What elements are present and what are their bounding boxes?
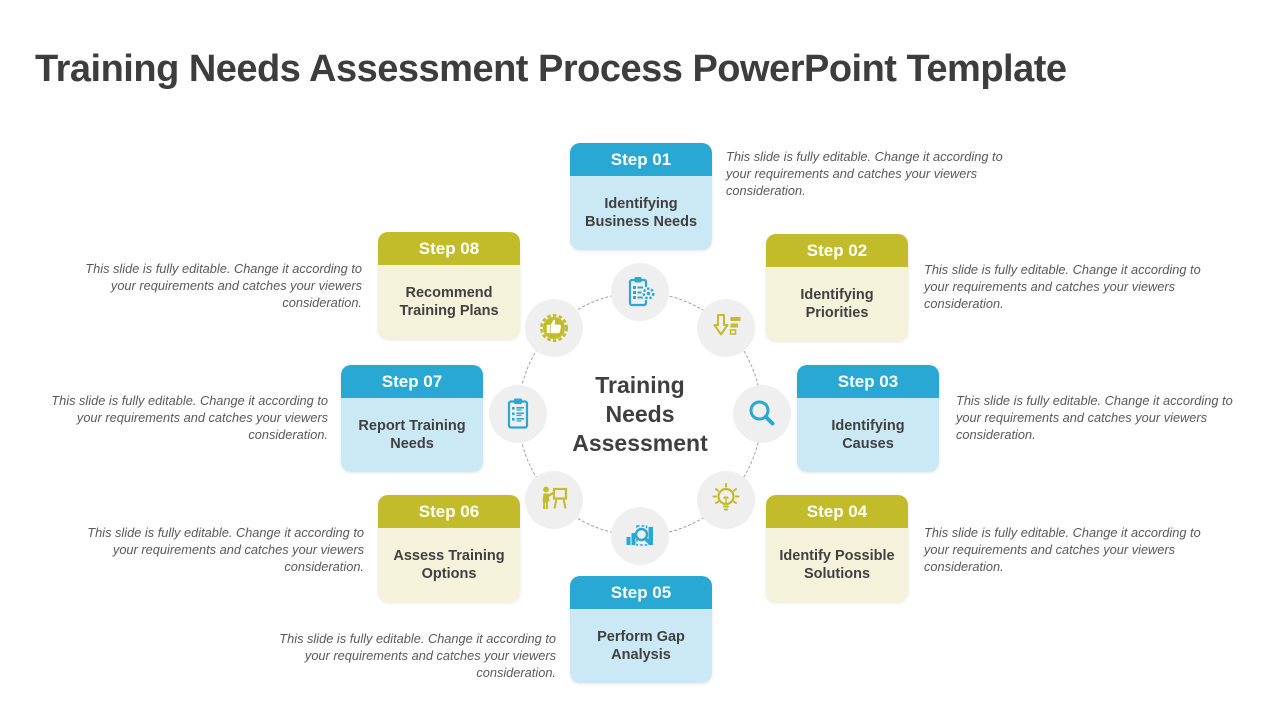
icon-circle-step-07: [489, 385, 547, 443]
step-01-title: Identifying Business Needs: [570, 176, 712, 250]
step-06-label: Step 06: [378, 495, 520, 528]
step-05-description: This slide is fully editable. Change it …: [279, 631, 556, 680]
step-03-title: Identifying Causes: [797, 398, 939, 472]
icon-circle-step-03: [733, 385, 791, 443]
clipboard-checklist-icon: [507, 398, 529, 429]
icon-circle-step-05: [611, 507, 669, 565]
step-02-label: Step 02: [766, 234, 908, 267]
step-06-card: Step 06 Assess Training Options: [378, 495, 520, 602]
step-05-title: Perform Gap Analysis: [570, 609, 712, 683]
step-08-card: Step 08 Recommend Training Plans: [378, 232, 520, 339]
step-04-description: This slide is fully editable. Change it …: [924, 525, 1201, 574]
center-title: Training Needs Assessment: [572, 372, 708, 456]
step-05-card: Step 05 Perform Gap Analysis: [570, 576, 712, 683]
step-01-description: This slide is fully editable. Change it …: [726, 149, 1003, 198]
icon-circle-step-02: [697, 299, 755, 357]
step-07-title: Report Training Needs: [341, 398, 483, 472]
step-02-card: Step 02 Identifying Priorities: [766, 234, 908, 341]
step-04-label: Step 04: [766, 495, 908, 528]
icon-circle-step-01: [611, 263, 669, 321]
icon-circle-step-04: [697, 471, 755, 529]
page-title: Training Needs Assessment Process PowerP…: [35, 48, 1067, 90]
presenter-icon: [542, 486, 568, 509]
thumbsup-badge-icon: [539, 313, 569, 343]
chart-magnifier-icon: [626, 525, 653, 546]
step-03-card: Step 03 Identifying Causes: [797, 365, 939, 472]
step-01-label: Step 01: [570, 143, 712, 176]
step-06-description: This slide is fully editable. Change it …: [87, 525, 364, 574]
step-08-description: This slide is fully editable. Change it …: [85, 261, 362, 310]
step-06-title: Assess Training Options: [378, 528, 520, 602]
step-04-card: Step 04 Identify Possible Solutions: [766, 495, 908, 602]
step-08-title: Recommend Training Plans: [378, 265, 520, 339]
step-04-title: Identify Possible Solutions: [766, 528, 908, 602]
step-07-card: Step 07 Report Training Needs: [341, 365, 483, 472]
clipboard-gear-icon: [628, 277, 656, 307]
step-07-label: Step 07: [341, 365, 483, 398]
step-07-description: This slide is fully editable. Change it …: [51, 393, 328, 442]
step-08-label: Step 08: [378, 232, 520, 265]
step-05-label: Step 05: [570, 576, 712, 609]
step-02-description: This slide is fully editable. Change it …: [924, 262, 1201, 311]
lightbulb-icon: [712, 483, 740, 511]
priority-arrow-icon: [713, 314, 741, 336]
magnifier-icon: [749, 400, 775, 426]
step-03-description: This slide is fully editable. Change it …: [956, 393, 1233, 442]
step-01-card: Step 01 Identifying Business Needs: [570, 143, 712, 250]
icon-circle-step-06: [525, 471, 583, 529]
step-02-title: Identifying Priorities: [766, 267, 908, 341]
icon-circle-step-08: [525, 299, 583, 357]
step-03-label: Step 03: [797, 365, 939, 398]
